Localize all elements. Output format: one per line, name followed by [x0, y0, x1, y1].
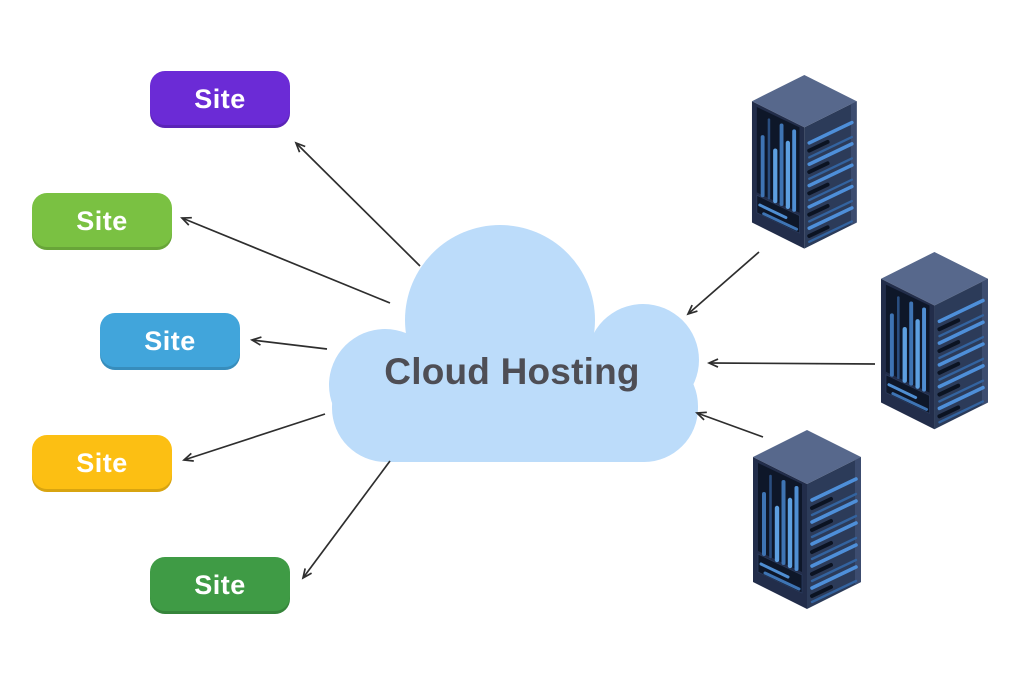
server-rack-icon [752, 75, 857, 249]
arrow-cloud-to-site-1 [296, 143, 421, 267]
site-label: Site [144, 326, 196, 356]
arrow-cloud-to-site-3 [252, 340, 328, 350]
site-label: Site [194, 570, 246, 600]
site-node-3: Site [100, 313, 240, 370]
arrow-cloud-to-site-4 [184, 413, 326, 460]
site-node-1: Site [150, 71, 290, 128]
site-node-4: Site [32, 435, 172, 492]
arrow-server-2-to-cloud [709, 363, 876, 364]
arrow-cloud-to-site-2 [182, 218, 391, 304]
site-label: Site [76, 448, 128, 478]
site-node-5: Site [150, 557, 290, 614]
arrow-server-3-to-cloud [697, 413, 764, 438]
server-rack-icon [881, 252, 988, 429]
cloud-icon [329, 225, 699, 462]
site-label: Site [194, 84, 246, 114]
server-rack-icon [753, 430, 861, 609]
arrow-cloud-to-site-5 [303, 460, 391, 578]
site-node-2: Site [32, 193, 172, 250]
arrow-server-1-to-cloud [688, 251, 760, 314]
site-label: Site [76, 206, 128, 236]
cloud-node-label: Cloud Hosting [384, 351, 640, 392]
